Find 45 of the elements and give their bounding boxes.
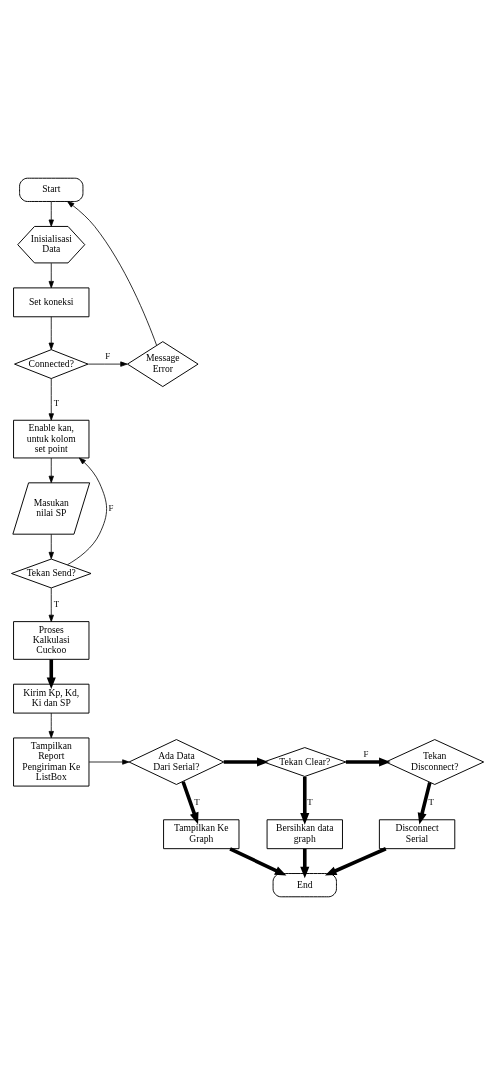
arrow — [417, 781, 432, 824]
node-diamond: Ada Data Dari Serial? — [128, 738, 225, 785]
node-box: Disconnect Serial — [378, 818, 456, 849]
node-diamond: Tekan Disconnect? — [385, 738, 485, 785]
edge-label: F — [363, 748, 369, 759]
arrow — [48, 377, 54, 420]
arrow — [300, 848, 310, 878]
edge-label: T — [53, 397, 60, 408]
arrow — [67, 200, 157, 346]
edge-label: F — [108, 502, 114, 513]
arrow — [48, 712, 54, 738]
node-diamond: Message Error — [127, 340, 199, 387]
arrow — [88, 758, 130, 765]
edge-label: T — [428, 796, 434, 807]
arrow — [300, 776, 310, 825]
arrow — [223, 756, 269, 767]
arrow — [48, 587, 54, 622]
node-diamond: Tekan Send? — [11, 558, 92, 588]
arrow — [229, 846, 287, 876]
arrow — [46, 659, 56, 689]
arrow — [48, 315, 54, 350]
arrow — [48, 200, 54, 227]
node-box: Kirim Kp, Kd, Ki dan SP — [13, 683, 90, 714]
arrow — [345, 756, 391, 767]
arrow — [48, 533, 54, 559]
arrow — [48, 457, 54, 483]
node-box: End — [272, 872, 337, 897]
arrow — [324, 846, 387, 875]
arrow — [181, 780, 199, 824]
node-box: Tampilkan Ke Graph — [163, 818, 240, 849]
arrow — [67, 457, 107, 565]
node-box: Proses Kalkulasi Cuckoo — [13, 620, 90, 660]
node-diamond: Tekan Clear? — [263, 746, 347, 777]
arrow — [48, 262, 54, 288]
node-box: Set koneksi — [13, 286, 90, 317]
node-box: Bersihkan data graph — [266, 818, 343, 849]
edge-label: T — [53, 598, 60, 609]
node-box: Tampilkan Report Pengiriman Ke ListBox — [13, 736, 90, 787]
edge-label: F — [105, 350, 111, 361]
arrow — [87, 360, 128, 367]
node-box: Start — [19, 177, 84, 202]
edge-label: T — [194, 796, 200, 807]
node-box: Enable kan, untuk kolom set point — [13, 419, 90, 458]
edge-label: T — [307, 796, 313, 807]
node-diamond: Connected? — [14, 348, 89, 379]
